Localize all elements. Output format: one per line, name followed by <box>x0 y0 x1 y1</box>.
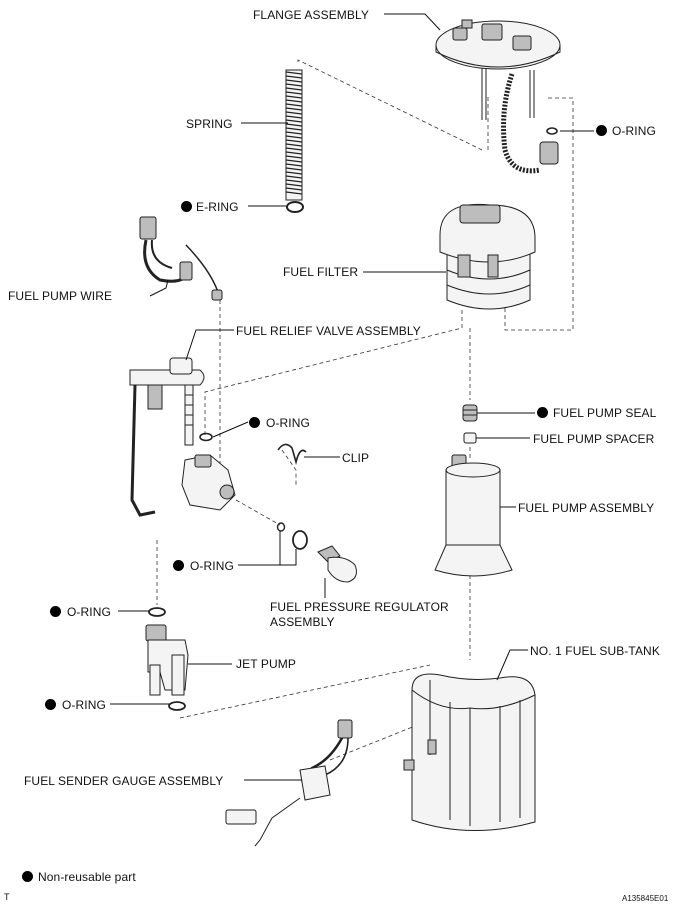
label-fuel-pump-wire: FUEL PUMP WIRE <box>8 289 113 303</box>
label-e-ring: E-RING <box>196 200 239 214</box>
non-reusable-marker-icon <box>596 125 607 136</box>
label-fuel-pump-spacer: FUEL PUMP SPACER <box>533 432 655 446</box>
spring-drawing <box>285 69 303 201</box>
non-reusable-marker-icon <box>537 407 548 418</box>
non-reusable-marker-icon <box>181 201 192 212</box>
assembly-guide-lines <box>156 59 574 761</box>
label-spring: SPRING <box>186 117 233 131</box>
flange-assembly-drawing <box>435 19 561 174</box>
label-flange-assembly: FLANGE ASSEMBLY <box>253 8 369 22</box>
label-o-ring-regulator: O-RING <box>190 559 234 573</box>
fuel-relief-valve-drawing <box>129 357 236 517</box>
label-fuel-pressure-regulator-line1: FUEL PRESSURE REGULATOR <box>270 600 449 614</box>
footer-left-mark: T <box>4 892 10 902</box>
non-reusable-marker-icon <box>173 560 184 571</box>
fuel-sub-tank-drawing <box>403 673 536 831</box>
fuel-pressure-regulator-drawing <box>317 545 357 583</box>
label-fuel-relief-valve-assembly: FUEL RELIEF VALVE ASSEMBLY <box>236 324 421 338</box>
o-ring-jet-bottom-drawing <box>168 701 186 711</box>
o-ring-flange-drawing <box>546 127 558 135</box>
fuel-pump-spacer-drawing <box>463 432 477 444</box>
leader-lines <box>110 13 594 781</box>
non-reusable-marker-icon <box>45 699 56 710</box>
label-o-ring-relief: O-RING <box>266 416 310 430</box>
jet-pump-drawing <box>145 624 189 696</box>
fuel-pump-assembly-drawing <box>434 454 513 577</box>
figure-code: A135845E01 <box>622 894 669 903</box>
fuel-pump-wire-drawing <box>139 216 223 301</box>
label-clip: CLIP <box>342 451 370 465</box>
label-o-ring-jet-bottom: O-RING <box>62 698 106 712</box>
non-reusable-marker-icon <box>249 417 260 428</box>
label-jet-pump: JET PUMP <box>236 657 296 671</box>
o-ring-relief-drawing <box>199 432 213 442</box>
fuel-sender-gauge-drawing <box>225 719 353 847</box>
e-ring-drawing <box>286 201 304 213</box>
o-ring-regulator-drawing <box>276 522 308 550</box>
fuel-filter-drawing <box>439 203 536 310</box>
legend-marker-icon <box>22 871 33 882</box>
label-fuel-pump-assembly: FUEL PUMP ASSEMBLY <box>518 501 655 515</box>
label-no1-fuel-sub-tank: NO. 1 FUEL SUB-TANK <box>530 644 660 658</box>
non-reusable-marker-icon <box>50 606 61 617</box>
o-ring-jet-top-drawing <box>148 607 166 617</box>
label-o-ring-jet-top: O-RING <box>67 605 111 619</box>
fuel-pump-seal-drawing <box>462 404 478 422</box>
label-o-ring-flange: O-RING <box>612 124 656 138</box>
label-fuel-sender-gauge-assembly: FUEL SENDER GAUGE ASSEMBLY <box>24 774 224 788</box>
label-fuel-pressure-regulator-line2: ASSEMBLY <box>270 615 335 629</box>
clip-drawing <box>277 443 307 466</box>
label-fuel-filter: FUEL FILTER <box>283 265 359 279</box>
legend-non-reusable-label: Non-reusable part <box>38 870 136 884</box>
label-fuel-pump-seal: FUEL PUMP SEAL <box>553 406 657 420</box>
